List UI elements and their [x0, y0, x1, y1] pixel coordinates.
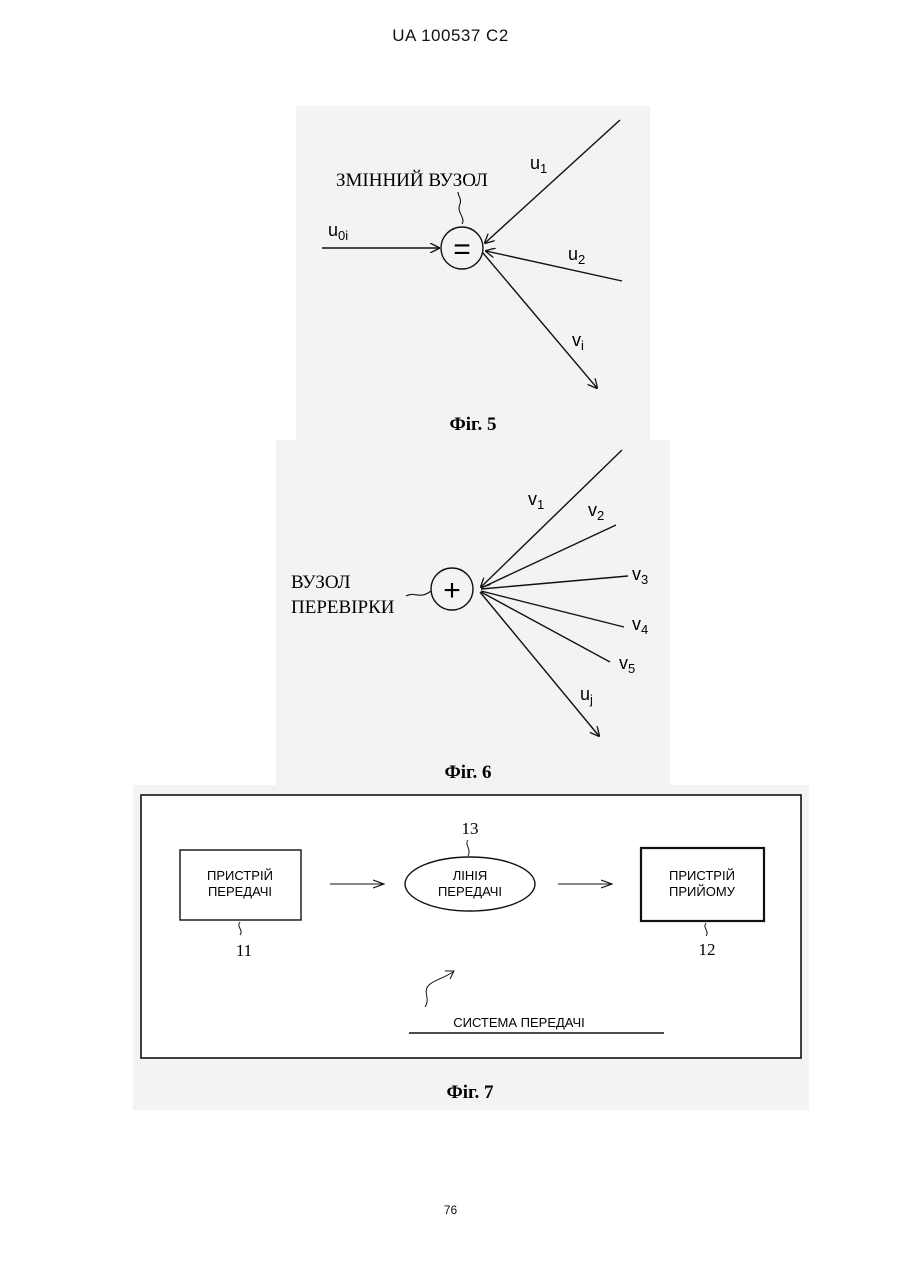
receiver-ref: 12 [699, 940, 716, 959]
figure-5-caption: Фіг. 5 [449, 414, 496, 435]
transmission-line-ref: 13 [462, 819, 479, 838]
document-header: UA 100537 C2 [0, 26, 901, 46]
figure-7-diagram: ПРИСТРІЙ ПЕРЕДАЧІ 11 ЛІНІЯ ПЕРЕДАЧІ 13 П… [133, 785, 809, 1110]
transmitter-label-line2: ПЕРЕДАЧІ [208, 884, 272, 899]
system-label: СИСТЕМА ПЕРЕДАЧІ [453, 1015, 585, 1030]
page-number: 76 [0, 1203, 901, 1217]
check-node-label-line2: ПЕРЕВІРКИ [291, 597, 395, 618]
receiver-label-line1: ПРИСТРІЙ [669, 868, 735, 883]
figure-7-caption: Фіг. 7 [446, 1082, 494, 1103]
figure-5-background [296, 106, 650, 440]
figure-6-diagram: + ВУЗОЛ ПЕРЕВІРКИ v1 v2 v3 v4 v5 uj Фіг.… [276, 440, 670, 785]
transmitter-ref: 11 [236, 941, 252, 960]
figure-7: ПРИСТРІЙ ПЕРЕДАЧІ 11 ЛІНІЯ ПЕРЕДАЧІ 13 П… [133, 785, 809, 1110]
figure-5-diagram: = ЗМІННИЙ ВУЗОЛ u0i u1 u2 vi Фіг. 5 [296, 106, 650, 440]
figure-5: = ЗМІННИЙ ВУЗОЛ u0i u1 u2 vi Фіг. 5 [296, 106, 650, 440]
check-node-label-line1: ВУЗОЛ [291, 572, 351, 593]
figure-6: + ВУЗОЛ ПЕРЕВІРКИ v1 v2 v3 v4 v5 uj Фіг.… [276, 440, 670, 785]
variable-node-symbol: = [453, 233, 471, 266]
transmitter-label-line1: ПРИСТРІЙ [207, 868, 273, 883]
figure-6-caption: Фіг. 6 [444, 762, 491, 783]
check-node-symbol: + [443, 574, 461, 607]
variable-node-label: ЗМІННИЙ ВУЗОЛ [336, 170, 488, 191]
transmission-line-label-line2: ПЕРЕДАЧІ [438, 884, 502, 899]
transmission-line-label-line1: ЛІНІЯ [453, 868, 488, 883]
receiver-label-line2: ПРИЙОМУ [669, 884, 736, 899]
